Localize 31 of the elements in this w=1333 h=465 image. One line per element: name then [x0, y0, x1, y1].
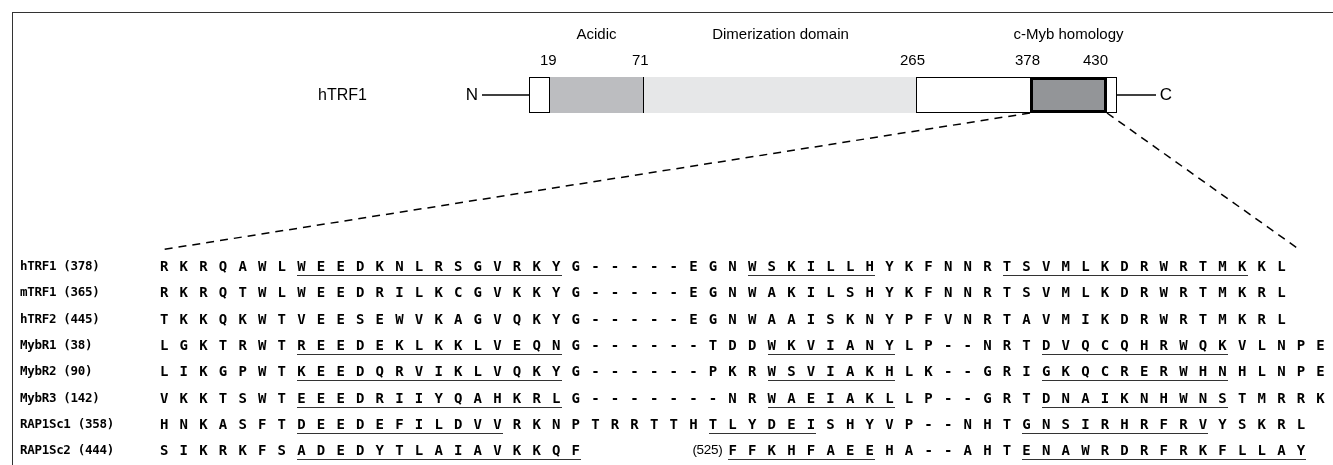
- residue-number: 265: [900, 51, 926, 69]
- residue-number: 19: [540, 51, 557, 69]
- domain-label: Dimerization domain: [712, 25, 849, 43]
- sequence-text: HNKASFTDEEDEFILDVVRKNPTRRTTHTLYDEISHYVP--NHTGNSIRHRFRVYSKRL: [160, 414, 1317, 433]
- sequence-text: FFKHFAEEHA--AHTENAWRDRFRKFLLAY: [728, 441, 1317, 460]
- sequence-text: TKKQKWTVEESEWVKAGVQKYG-----EGNWAAISKNYPFVNRTAVMIKDRWRTMKRL: [160, 309, 1297, 328]
- sequence-text: RKRQAWLWEEDKNLRSGVRKYG-----EGNWSKILLHYKFNNRTSVMLKDRWRTMKKL: [160, 257, 1297, 275]
- residue-number: (525): [692, 441, 723, 460]
- residue-number: 378: [1015, 51, 1041, 69]
- sequence-name: hTRF1 (378): [20, 257, 100, 275]
- sequence-name: MybR3 (142): [20, 388, 100, 407]
- connector-line: [1116, 94, 1157, 96]
- terminus-label: N: [462, 85, 482, 105]
- sequence-name: MybR1 (38): [20, 335, 93, 354]
- sequence-name: MybR2 (90): [20, 362, 93, 381]
- sequence-text: SIKRKFSADEDYTLAIAVKKQF: [160, 441, 592, 460]
- sequence-name: hTRF2 (445): [20, 309, 100, 328]
- sequence-name: mTRF1 (365): [20, 283, 100, 302]
- domain-label: Acidic: [576, 25, 617, 43]
- sequence-text: LIKGPWTKEEDQRVIKLVQKYG------PKRWSVIAKHLK--GRIGKQCRERWHNHLNPE: [160, 362, 1333, 381]
- domain-label: c-Myb homology: [1013, 25, 1124, 43]
- terminus-label: C: [1156, 85, 1176, 105]
- residue-number: 71: [632, 51, 649, 69]
- protein-name: hTRF1: [318, 86, 367, 104]
- sequence-name: RAP1Sc1 (358): [20, 414, 114, 433]
- residue-number: 430: [1083, 51, 1109, 69]
- connector-line: [481, 94, 530, 96]
- sequence-text: VKKTSWTEEEDRIIYQAHKRLG-------NRWAEIAKLLP--GRTDNAIKNHWNSTMRRK: [160, 388, 1333, 407]
- sequence-text: RKRQTWLWEEDRILKCGVKKYG-----EGNWAKILSHYKFNNRTSVMLKDRWRTMKRL: [160, 283, 1297, 302]
- sequence-name: RAP1Sc2 (444): [20, 441, 114, 460]
- sequence-text: LGKTRWTREEDEKLKKLVEQNG------TDDWKVIANYLP--NRTDVQCQHRWQKVLNPE: [160, 335, 1333, 354]
